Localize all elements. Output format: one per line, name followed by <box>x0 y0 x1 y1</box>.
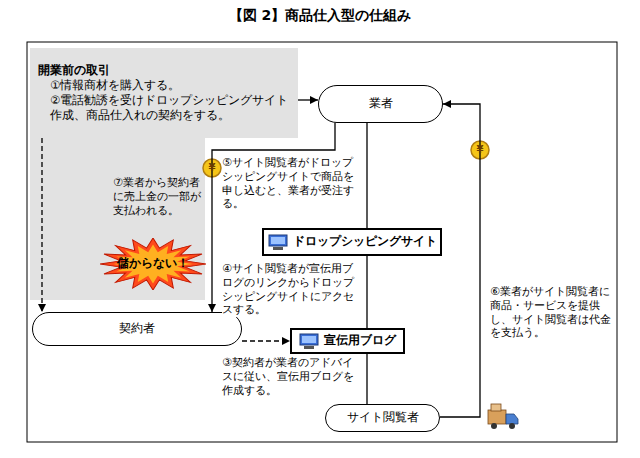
connector <box>242 340 290 341</box>
node-text: 儲からない！ <box>117 256 189 272</box>
step-note: ④サイト閲覧者が宣伝用ブログのリンクからドロップシッピングサイトにアクセスする。 <box>222 262 360 317</box>
site-box: ドロップシッピングサイト <box>262 228 442 256</box>
node-text: ①情報商材を購入する。 <box>38 78 180 93</box>
node-text: サイト閲覧者 <box>347 410 419 426</box>
diagram-title: 【図 2】商品仕入型の仕組み <box>0 7 640 25</box>
step-note: ⑤サイト閲覧者がドロップシッピングサイトで商品を申し込むと、業者が受注する。 <box>222 156 360 211</box>
party-ellipse: 契約者 <box>32 312 242 346</box>
node-text: ②電話勧誘を受けドロップシッピングサイト作成、商品仕入れの契約をする。 <box>38 93 290 123</box>
blog-box: 宣伝用ブログ <box>290 328 405 354</box>
connector <box>440 104 480 417</box>
party-ellipse: 業者 <box>318 85 443 123</box>
panel-heading: 開業前の取引 <box>38 63 110 79</box>
outer-frame <box>27 42 617 442</box>
computer-icon <box>299 333 319 350</box>
node-text: 宣伝用ブログ <box>324 333 396 349</box>
connector <box>366 256 367 328</box>
gray-panel-extension <box>30 120 205 300</box>
party-ellipse: サイト閲覧者 <box>325 404 440 432</box>
step-note: ⑦業者から契約者に売上金の一部が支払われる。 <box>113 176 203 217</box>
connector <box>41 138 42 312</box>
connector <box>366 354 367 404</box>
connector <box>298 99 318 100</box>
yen-mark: ¥ <box>204 160 220 176</box>
computer-icon <box>268 234 288 251</box>
node-text: 契約者 <box>119 321 155 337</box>
pre-opening-panel: 開業前の取引①情報商材を購入する。②電話勧誘を受けドロップシッピングサイト作成、… <box>30 48 298 138</box>
step-note: ③契約者が業者のアドバイスに従い、宣伝用ブログを作成する。 <box>222 356 362 397</box>
step-note: ⑥業者がサイト閲覧者に商品・サービスを提供し、サイト閲覧者は代金を支払う。 <box>490 285 612 340</box>
node-text: ドロップシッピングサイト <box>293 234 437 250</box>
node-text: 業者 <box>369 96 393 112</box>
yen-mark: ¥ <box>472 142 488 158</box>
connector <box>366 123 367 228</box>
burst-shape: 儲からない！ <box>100 238 206 290</box>
delivery-truck <box>488 404 518 429</box>
